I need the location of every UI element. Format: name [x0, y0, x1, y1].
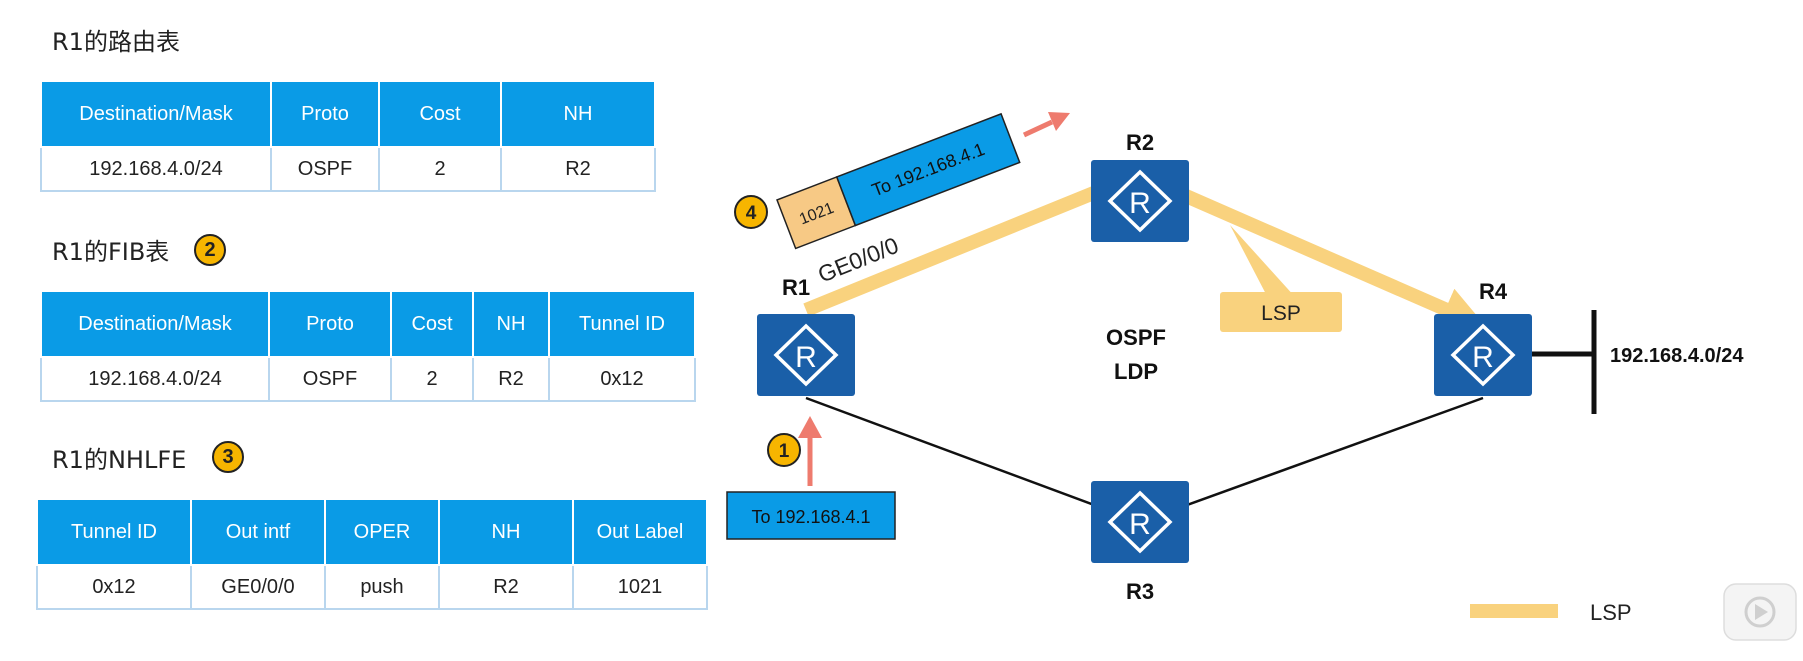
routing-table-title: R1的路由表: [52, 28, 180, 56]
routing-table-cell: 192.168.4.0/24: [40, 146, 272, 192]
link-r3-r4: [1139, 396, 1484, 524]
outgoing-arrow-head: [1048, 112, 1070, 131]
router-r2-label: R2: [1126, 130, 1154, 155]
legend-lsp-swatch: [1470, 604, 1558, 618]
nhlfe-table-cell: 0x12: [36, 564, 192, 610]
fib-table-header-cell: Cost: [390, 290, 474, 358]
link-r1-r3: [805, 396, 1141, 524]
fib-table-title: R1的FIB表: [52, 238, 170, 266]
nhlfe-table-header-cell: OPER: [324, 498, 440, 566]
nhlfe-table-header-cell: Tunnel ID: [36, 498, 192, 566]
step-4-badge-circle: [734, 195, 768, 229]
legend-lsp-label: LSP: [1590, 600, 1632, 625]
routing-table-header-cell: Cost: [378, 80, 502, 148]
router-r2-letter: R: [1129, 187, 1151, 220]
fib-step-badge: 2: [194, 234, 226, 266]
step-4-badge-text: 4: [746, 203, 757, 224]
incoming-packet-text: To 192.168.4.1: [751, 507, 870, 527]
incoming-packet-box: [726, 491, 896, 540]
outgoing-arrow-shaft: [1022, 119, 1054, 138]
fib-table-header-cell: Destination/Mask: [40, 290, 270, 358]
routing-table-header-cell: Proto: [270, 80, 380, 148]
nhlfe-table-title: R1的NHLFE: [52, 446, 187, 474]
step-1-badge-circle: [767, 433, 801, 467]
routing-table-cell: R2: [500, 146, 656, 192]
router-r4-letter: R: [1472, 341, 1494, 374]
nhlfe-table-header-cell: NH: [438, 498, 574, 566]
lsp-callout-box: [1220, 292, 1342, 332]
labeled-packet: 1021 To 192.168.4.1: [776, 112, 1021, 250]
router-r3-label: R3: [1126, 579, 1154, 604]
protocol-label-ldp: LDP: [1114, 359, 1158, 384]
nhlfe-table-cell: push: [324, 564, 440, 610]
routing-table-cell: OSPF: [270, 146, 380, 192]
router-r1-label: R1: [782, 275, 810, 300]
fib-table-cell: 0x12: [548, 356, 696, 402]
lsp-callout-text: LSP: [1261, 302, 1301, 325]
router-r4-label: R4: [1479, 279, 1508, 304]
fib-table-header-cell: NH: [472, 290, 550, 358]
fib-table-header-cell: Tunnel ID: [548, 290, 696, 358]
play-icon[interactable]: [1723, 583, 1797, 641]
nhlfe-table-header-cell: Out intf: [190, 498, 326, 566]
step-1-badge-text: 1: [779, 441, 790, 462]
nhlfe-table-cell: R2: [438, 564, 574, 610]
nhlfe-table-cell: 1021: [572, 564, 708, 610]
fib-table-cell: OSPF: [268, 356, 392, 402]
nhlfe-step-badge: 3: [212, 441, 244, 473]
fib-table-cell: 2: [390, 356, 474, 402]
protocol-label-ospf: OSPF: [1106, 325, 1166, 350]
fib-table-cell: 192.168.4.0/24: [40, 356, 270, 402]
labeled-packet-payload-box: [835, 112, 1021, 227]
router-r3-letter: R: [1129, 508, 1151, 541]
incoming-arrow-head: [798, 416, 822, 438]
routing-table-header-cell: Destination/Mask: [40, 80, 272, 148]
routing-table-cell: 2: [378, 146, 502, 192]
lsp-callout-pointer: [1230, 225, 1296, 298]
nhlfe-table-cell: GE0/0/0: [190, 564, 326, 610]
fib-table-cell: R2: [472, 356, 550, 402]
fib-table-header-cell: Proto: [268, 290, 392, 358]
network-label: 192.168.4.0/24: [1610, 345, 1744, 367]
routing-table-header-cell: NH: [500, 80, 656, 148]
nhlfe-table-header-cell: Out Label: [572, 498, 708, 566]
router-r1-letter: R: [795, 341, 817, 374]
